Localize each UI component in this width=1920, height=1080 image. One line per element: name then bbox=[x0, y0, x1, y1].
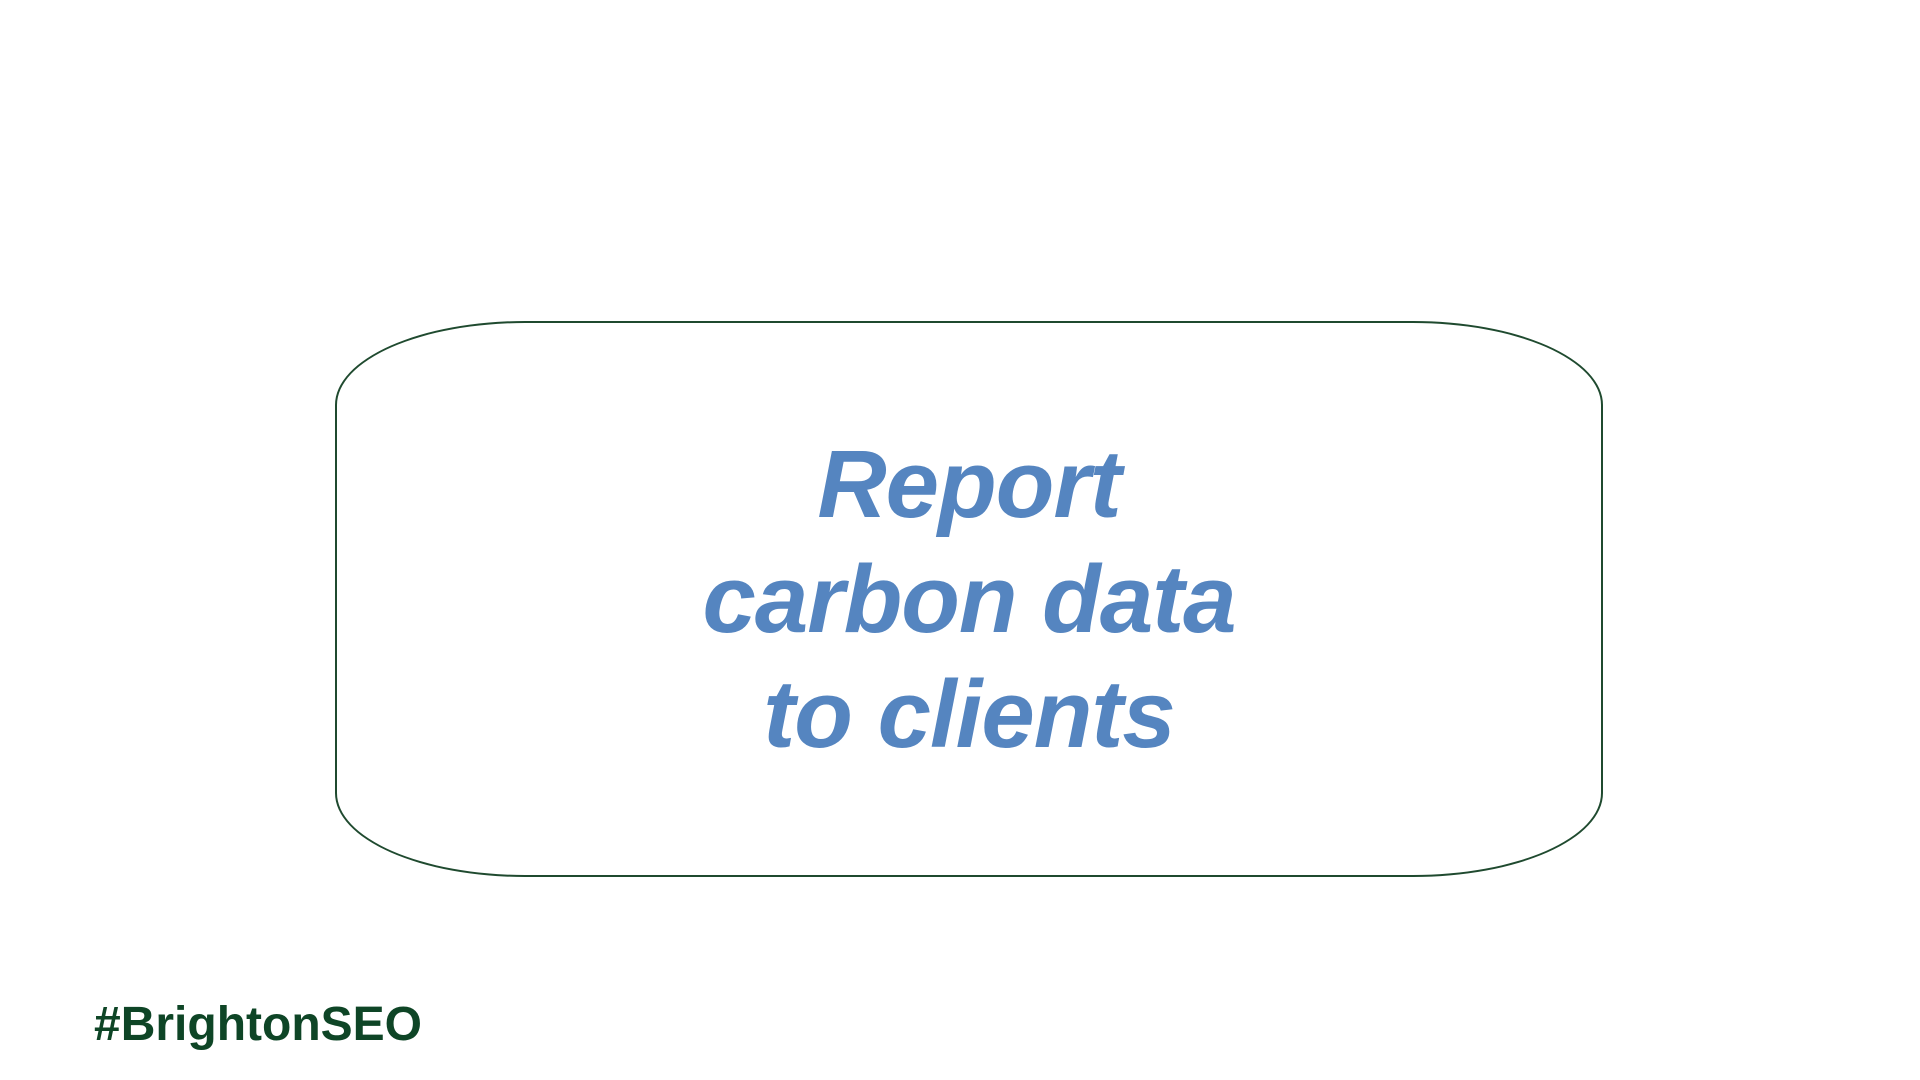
callout-box: Report carbon data to clients bbox=[335, 321, 1603, 877]
callout-line-2: carbon data bbox=[702, 545, 1236, 653]
event-hashtag: #BrightonSEO bbox=[94, 998, 423, 1051]
callout-line-3: to clients bbox=[763, 660, 1175, 768]
callout-line-1: Report bbox=[817, 430, 1121, 538]
callout-text: Report carbon data to clients bbox=[702, 427, 1236, 772]
